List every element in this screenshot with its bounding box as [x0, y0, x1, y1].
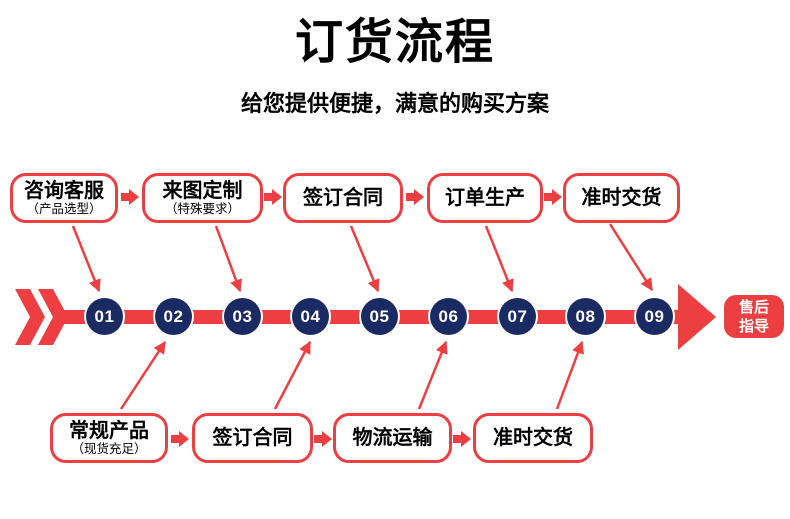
- step-bubble-sign-contract-top: 签订合同: [283, 173, 403, 223]
- step-sublabel: （现货充足）: [71, 441, 147, 456]
- connector-arrow-delivery-to-09: [608, 223, 654, 292]
- step-bubble-sign-contract-bottom: 签订合同: [192, 413, 313, 463]
- step-arrow-icon: [314, 431, 332, 447]
- step-bubble-on-time-delivery-bottom: 准时交货: [473, 413, 593, 463]
- connector-arrow-contract-to-05: [349, 225, 380, 293]
- step-label: 签订合同: [212, 427, 293, 449]
- step-bubble-custom-design: 来图定制 （特殊要求）: [142, 173, 263, 223]
- after-sales-label: 售后 指导: [724, 295, 784, 338]
- top-step-arrows: [121, 189, 562, 205]
- step-bubble-logistics: 物流运输: [333, 413, 452, 463]
- timeline-node-08: 08: [567, 298, 604, 335]
- step-bubble-on-time-delivery-top: 准时交货: [563, 173, 680, 223]
- timeline-node-06: 06: [430, 298, 467, 335]
- connector-arrow-delivery2-to-08: [555, 340, 584, 410]
- step-label: 订单生产: [445, 187, 525, 209]
- step-label: 常规产品: [69, 419, 149, 442]
- step-label: 签订合同: [303, 187, 383, 209]
- start-chevron-icon: [15, 289, 68, 345]
- step-arrow-icon: [121, 189, 139, 205]
- step-label: 准时交货: [493, 427, 573, 449]
- step-sublabel: （产品选型）: [26, 201, 102, 216]
- bottom-connectors: [119, 340, 584, 410]
- after-sales-line1: 售后: [738, 298, 769, 316]
- step-arrow-icon: [544, 189, 562, 205]
- after-sales-line2: 指导: [738, 317, 769, 335]
- page-title: 订货流程: [294, 16, 495, 69]
- step-bubble-regular-product: 常规产品 （现货充足）: [50, 413, 168, 463]
- timeline-node-09: 09: [636, 298, 673, 335]
- timeline-node-05: 05: [361, 298, 398, 335]
- timeline-arrowhead-icon: [678, 284, 716, 350]
- connector-arrow-contract2-to-04: [273, 340, 312, 410]
- step-arrow-icon: [171, 431, 189, 447]
- top-connectors: [71, 223, 654, 293]
- step-bubble-consult-service: 咨询客服 （产品选型）: [10, 173, 118, 223]
- connector-arrow-custom-to-03: [214, 225, 242, 293]
- timeline-node-07: 07: [499, 298, 536, 335]
- connector-arrow-production-to-07: [484, 225, 514, 293]
- timeline-node-02: 02: [155, 298, 192, 335]
- step-label: 来图定制: [162, 179, 243, 202]
- connector-arrow-regular-to-02: [119, 340, 167, 410]
- step-label: 准时交货: [581, 187, 662, 209]
- step-arrow-icon: [264, 189, 282, 205]
- page-subtitle: 给您提供便捷，满意的购买方案: [240, 91, 549, 116]
- bottom-step-arrows: [171, 431, 471, 447]
- step-arrow-icon: [453, 431, 471, 447]
- timeline-node-04: 04: [292, 298, 329, 335]
- step-sublabel: （特殊要求）: [164, 201, 240, 216]
- step-label: 咨询客服: [24, 179, 104, 202]
- timeline-node-03: 03: [224, 298, 261, 335]
- step-bubble-order-production: 订单生产: [427, 173, 543, 223]
- step-arrow-icon: [406, 189, 424, 205]
- connector-arrow-logistics-to-06: [417, 340, 448, 410]
- connector-arrow-consult-to-01: [71, 225, 101, 293]
- timeline-node-01: 01: [86, 298, 123, 335]
- step-label: 物流运输: [352, 427, 433, 449]
